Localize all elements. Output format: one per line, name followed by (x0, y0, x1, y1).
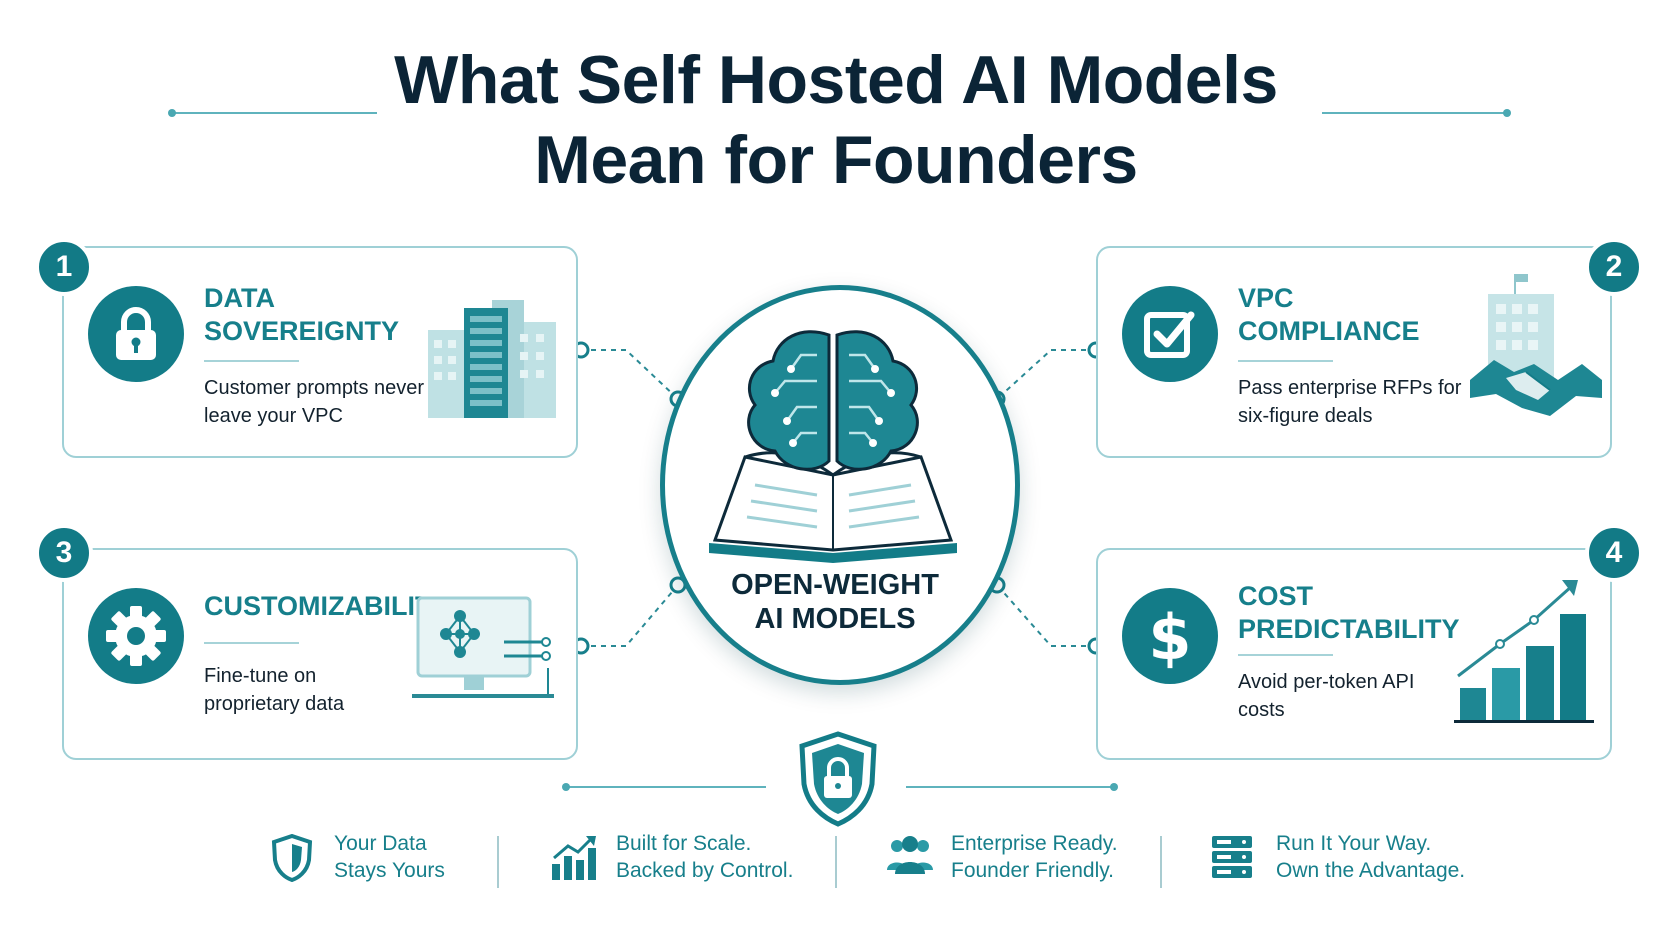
title-rule-right (1322, 109, 1511, 117)
footer-line-2: Own the Advantage. (1276, 859, 1466, 882)
shield-lock-icon (799, 731, 877, 827)
brain-book-icon (709, 330, 957, 563)
card-data-sovereignty: DATA SOVEREIGNTY Customer prompts never … (62, 246, 578, 458)
footer-line-2: Stays Yours (334, 859, 445, 882)
title-rule-left (168, 109, 377, 117)
footer-line-1: Run It Your Way. (1276, 832, 1432, 855)
card-number-badge: 4 (1585, 524, 1643, 582)
people-icon (887, 836, 933, 874)
handshake-building-icon (1470, 274, 1602, 416)
page-title: What Self Hosted AI Models Mean for Foun… (0, 40, 1672, 200)
dollar-icon: $ (1122, 588, 1218, 684)
svg-text:$: $ (1148, 601, 1191, 671)
hub-label-line-1: OPEN-WEIGHT (731, 569, 939, 601)
hub-label-line-2: AI MODELS (754, 603, 916, 635)
card-title: VPC COMPLIANCE (1238, 283, 1420, 346)
footer-text: Your Data Stays Yours (334, 830, 445, 884)
card-description: Customer prompts never leave your VPC (204, 377, 425, 427)
card-description: Avoid per-token API costs (1238, 671, 1415, 721)
card-title: CUSTOMIZABILITY (204, 591, 450, 621)
card-divider (204, 360, 299, 362)
footer-text: Enterprise Ready. Founder Friendly. (951, 830, 1118, 884)
card-number-badge: 3 (35, 524, 93, 582)
hub-label: OPEN-WEIGHT AI MODELS (655, 568, 1015, 636)
footer-line-2: Backed by Control. (616, 859, 794, 882)
shield-rule-left (562, 783, 766, 791)
footer-line-2: Founder Friendly. (951, 859, 1115, 882)
footer-line-1: Built for Scale. (616, 832, 752, 855)
card-title: DATA SOVEREIGNTY (204, 283, 400, 346)
title-line-1: What Self Hosted AI Models (394, 42, 1278, 118)
footer-line-1: Your Data (334, 832, 427, 855)
card-vpc-compliance: VPC COMPLIANCE Pass enterprise RFPs for … (1096, 246, 1612, 458)
footer-text: Built for Scale. Backed by Control. (616, 830, 793, 884)
bar-chart-icon (552, 836, 596, 880)
title-line-2: Mean for Founders (534, 122, 1138, 198)
shield-icon (271, 834, 313, 882)
card-cost-predictability: $ COST PREDICTABILITY Avoid per-token AP… (1096, 548, 1612, 760)
lock-icon (88, 286, 184, 382)
server-building-icon (428, 300, 556, 418)
card-number-badge: 1 (35, 238, 93, 296)
card-description: Pass enterprise RFPs for six-figure deal… (1238, 377, 1462, 427)
card-title: COST PREDICTABILITY (1238, 581, 1460, 644)
growth-chart-icon (1454, 580, 1594, 723)
footer-divider (497, 836, 499, 888)
footer-divider (1160, 836, 1162, 888)
server-stack-icon (1212, 836, 1252, 878)
card-description: Fine-tune on proprietary data (204, 665, 345, 715)
gear-icon (88, 588, 184, 684)
checkbox-icon (1122, 286, 1218, 382)
card-customizability: CUSTOMIZABILITY Fine-tune on proprietary… (62, 548, 578, 760)
footer-line-1: Enterprise Ready. (951, 832, 1118, 855)
shield-rule-right (906, 783, 1118, 791)
monitor-network-icon (412, 596, 554, 698)
card-divider (204, 642, 299, 644)
footer-text: Run It Your Way. Own the Advantage. (1276, 830, 1465, 884)
card-divider (1238, 654, 1333, 656)
footer-divider (835, 836, 837, 888)
card-divider (1238, 360, 1333, 362)
card-number-badge: 2 (1585, 238, 1643, 296)
